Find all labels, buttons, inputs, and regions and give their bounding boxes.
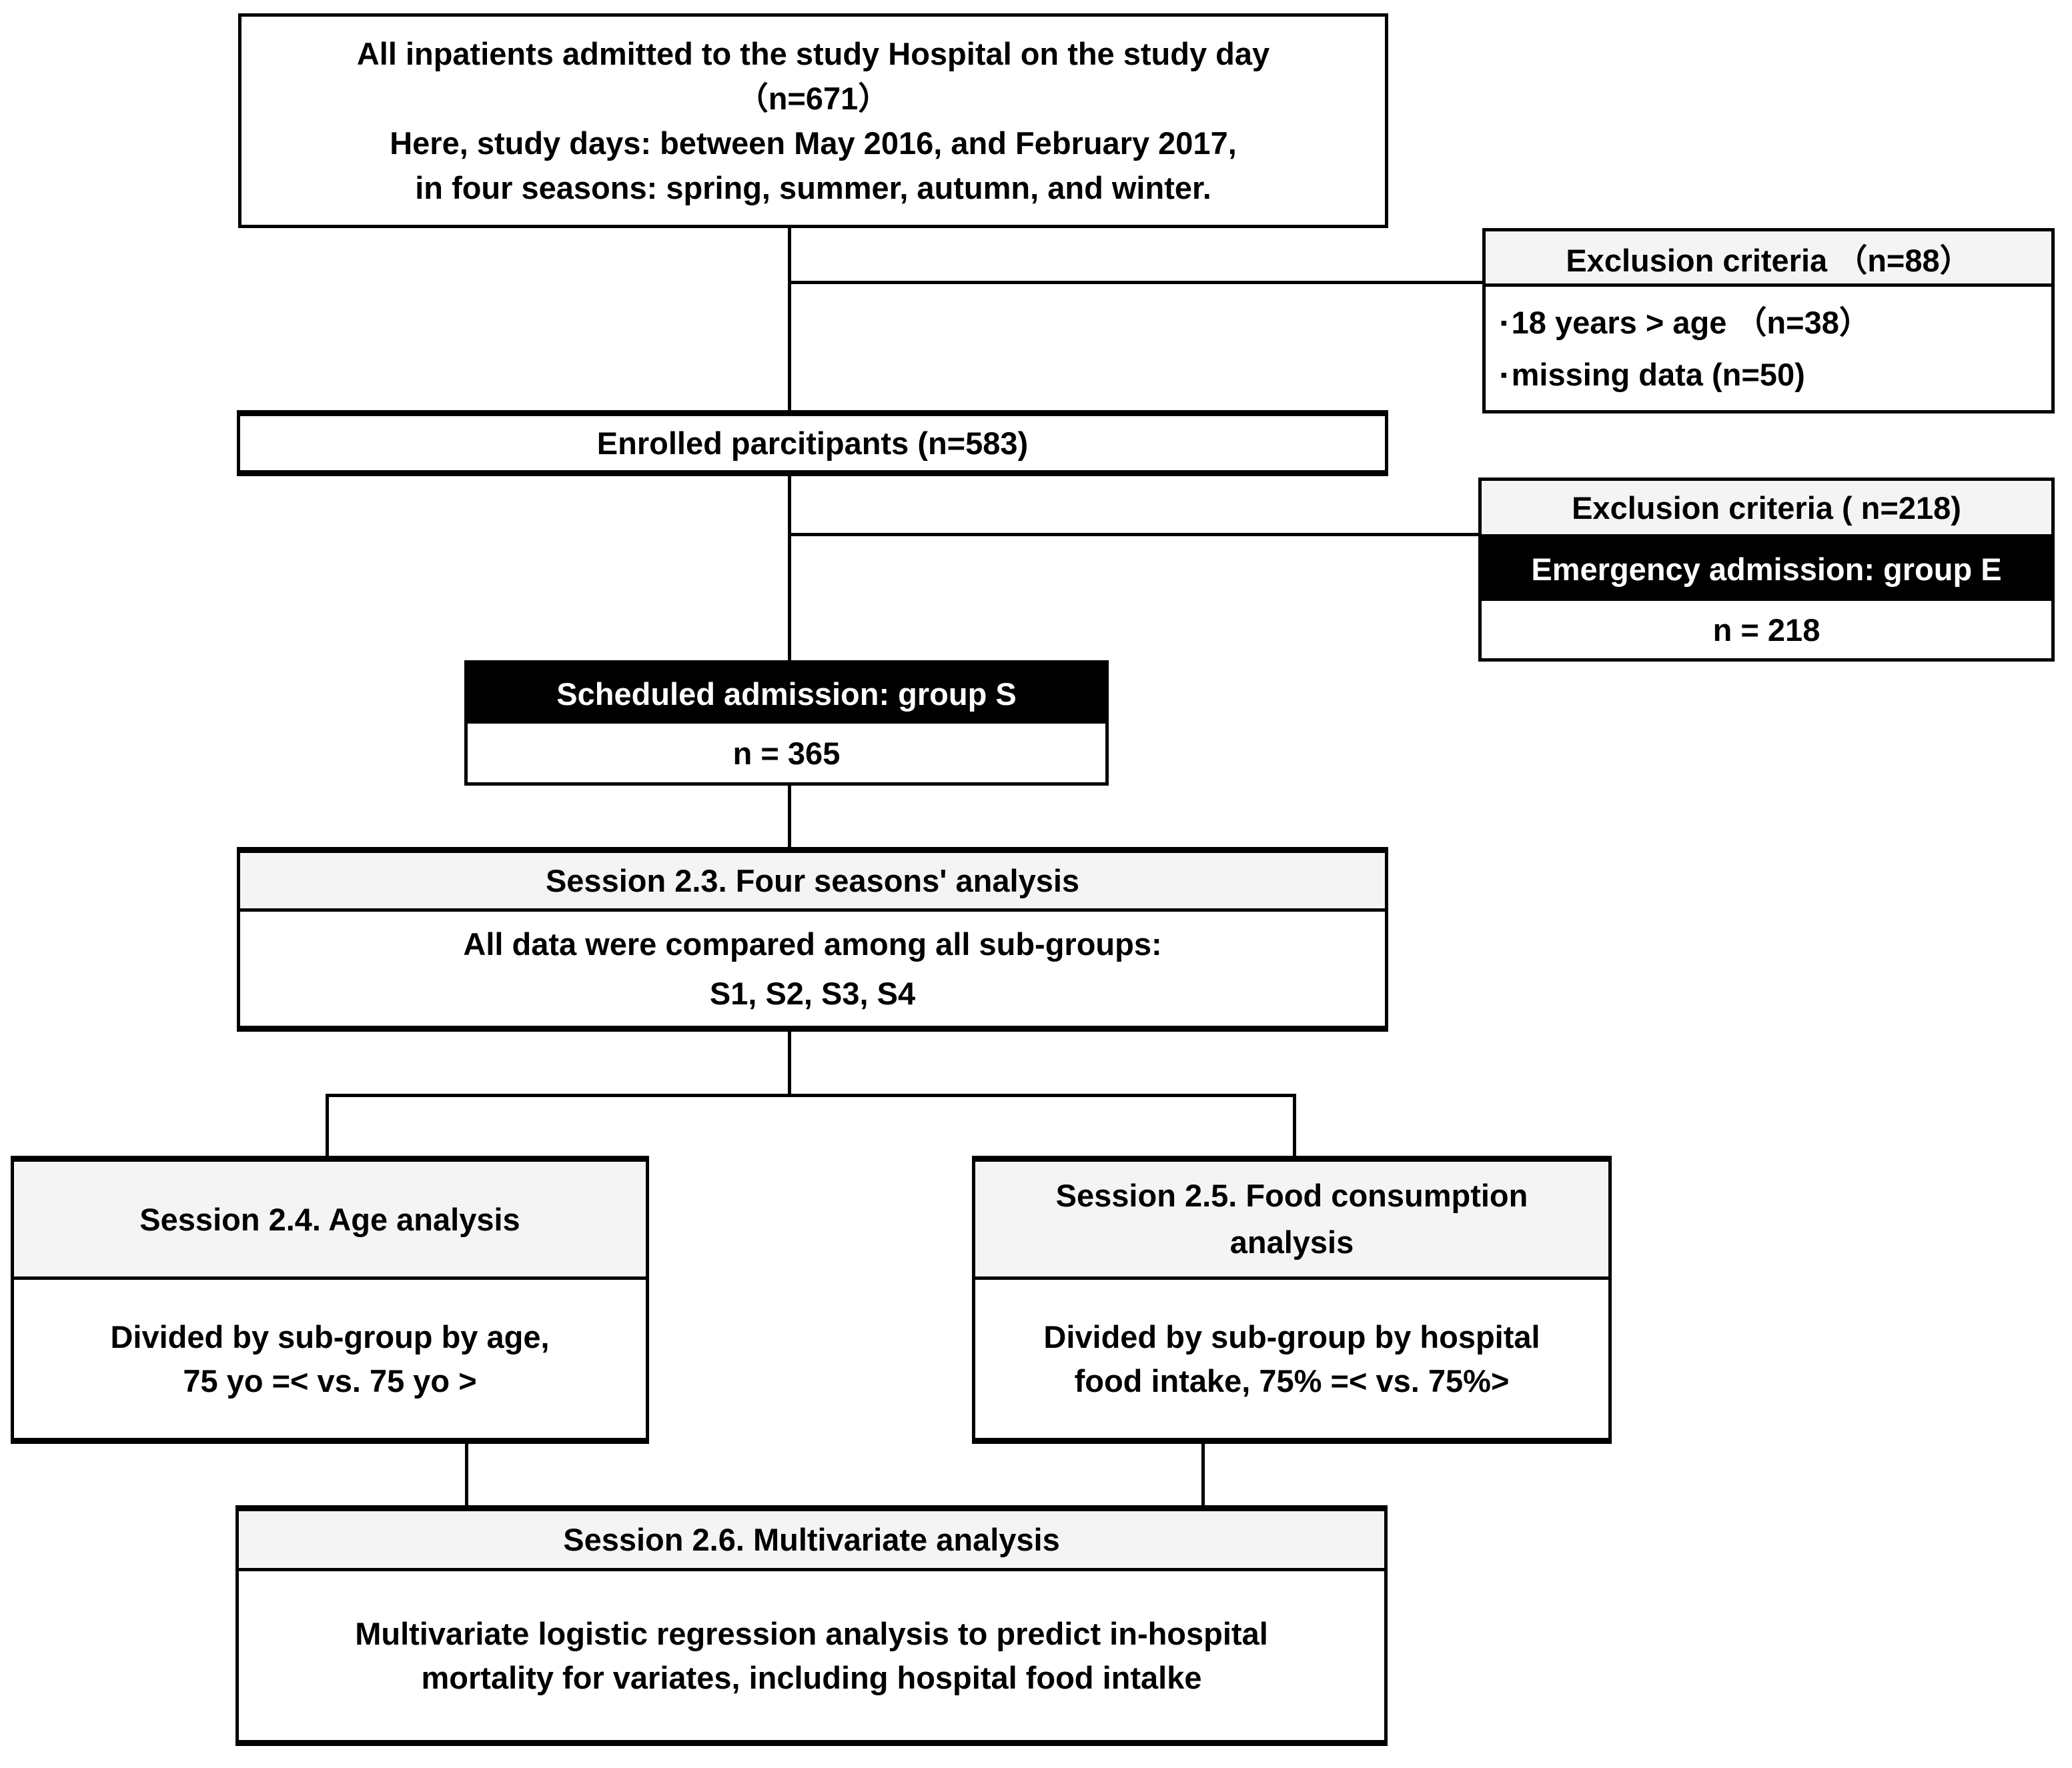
connector-split-horizontal bbox=[326, 1094, 1296, 1097]
all-inpatients-line-3: Here, study days: between May 2016, and … bbox=[390, 125, 1237, 161]
connector-top-to-enrolled bbox=[788, 227, 791, 411]
exclusion1-header-label: Exclusion criteria （n=88） bbox=[1566, 242, 1971, 278]
connector-scheduled-to-s23 bbox=[788, 784, 791, 848]
exclusion1-item-text: 18 years > age （n=38） bbox=[1511, 304, 1871, 340]
session25-body: Divided by sub-group by hospital food in… bbox=[975, 1280, 1608, 1438]
session26-body: Multivariate logistic regression analysi… bbox=[239, 1571, 1384, 1740]
session24-body-line-2: 75 yo =< vs. 75 yo > bbox=[183, 1363, 477, 1399]
connector-drop-s25 bbox=[1293, 1094, 1296, 1157]
session25-header-line-1: Session 2.5. Food consumption bbox=[1055, 1178, 1528, 1213]
all-inpatients-count: （n=671） bbox=[736, 81, 890, 116]
exclusion1-item: ▪missing data (n=50) bbox=[1500, 349, 2051, 401]
session24-body-line-1: Divided by sub-group by age, bbox=[110, 1318, 550, 1355]
scheduled-admission-label: Scheduled admission: group S bbox=[556, 676, 1017, 712]
session25-body-line-2: food intake, 75% =< vs. 75%> bbox=[1074, 1363, 1510, 1399]
session26-body-line-1: Multivariate logistic regression analysi… bbox=[355, 1615, 1268, 1651]
box-session-2-6: Session 2.6. Multivariate analysis Multi… bbox=[235, 1505, 1388, 1746]
box-session-2-5: Session 2.5. Food consumption analysis D… bbox=[972, 1156, 1612, 1444]
box-all-inpatients: All inpatients admitted to the study Hos… bbox=[238, 13, 1388, 228]
connector-s23-down bbox=[788, 1030, 791, 1097]
box-scheduled-admission: Scheduled admission: group S n = 365 bbox=[464, 660, 1109, 786]
scheduled-count: n = 365 bbox=[732, 735, 841, 771]
exclusion2-header: Exclusion criteria ( n=218) bbox=[1482, 481, 2051, 538]
session26-header: Session 2.6. Multivariate analysis bbox=[239, 1511, 1384, 1571]
connector-s25-to-s26 bbox=[1201, 1443, 1205, 1507]
session24-header: Session 2.4. Age analysis bbox=[14, 1162, 646, 1280]
scheduled-count-area: n = 365 bbox=[468, 724, 1105, 782]
exclusion2-count: n = 218 bbox=[1712, 612, 1821, 648]
connector-s24-to-s26 bbox=[465, 1443, 468, 1507]
session26-header-label: Session 2.6. Multivariate analysis bbox=[563, 1522, 1060, 1557]
session23-body-line-1: All data were compared among all sub-gro… bbox=[463, 926, 1162, 962]
session25-header: Session 2.5. Food consumption analysis bbox=[975, 1162, 1608, 1280]
exclusion2-header-label: Exclusion criteria ( n=218) bbox=[1572, 490, 1961, 526]
enrolled-text: Enrolled parcitipants (n=583) bbox=[240, 416, 1385, 470]
exclusion1-body: ▪18 years > age （n=38） ▪missing data (n=… bbox=[1486, 287, 2051, 410]
session23-body: All data were compared among all sub-gro… bbox=[240, 912, 1385, 1026]
scheduled-admission-band: Scheduled admission: group S bbox=[468, 664, 1105, 724]
box-exclusion-criteria-218: Exclusion criteria ( n=218) Emergency ad… bbox=[1478, 478, 2055, 662]
square-bullet-icon: ▪ bbox=[1500, 311, 1508, 334]
enrolled-label: Enrolled parcitipants (n=583) bbox=[596, 425, 1029, 461]
box-exclusion-criteria-88: Exclusion criteria （n=88） ▪18 years > ag… bbox=[1482, 228, 2055, 413]
emergency-admission-band: Emergency admission: group E bbox=[1482, 538, 2051, 601]
session23-header: Session 2.3. Four seasons' analysis bbox=[240, 853, 1385, 912]
exclusion2-count-area: n = 218 bbox=[1482, 601, 2051, 658]
exclusion1-item-text: missing data (n=50) bbox=[1511, 356, 1805, 392]
all-inpatients-line-1: All inpatients admitted to the study Hos… bbox=[356, 36, 1270, 71]
connector-enrolled-to-scheduled bbox=[788, 475, 791, 662]
session24-header-label: Session 2.4. Age analysis bbox=[139, 1201, 520, 1237]
exclusion1-item: ▪18 years > age （n=38） bbox=[1500, 297, 2051, 349]
all-inpatients-line-4: in four seasons: spring, summer, autumn,… bbox=[415, 170, 1211, 205]
box-session-2-4: Session 2.4. Age analysis Divided by sub… bbox=[11, 1156, 649, 1444]
session23-header-label: Session 2.3. Four seasons' analysis bbox=[545, 863, 1080, 898]
session24-body: Divided by sub-group by age, 75 yo =< vs… bbox=[14, 1280, 646, 1438]
square-bullet-icon: ▪ bbox=[1500, 363, 1508, 386]
box-enrolled-participants: Enrolled parcitipants (n=583) bbox=[237, 410, 1388, 476]
session23-body-line-2: S1, S2, S3, S4 bbox=[709, 975, 916, 1011]
session26-body-line-2: mortality for variates, including hospit… bbox=[421, 1659, 1202, 1695]
connector-branch-exclusion1 bbox=[788, 281, 1482, 284]
session25-header-line-2: analysis bbox=[1229, 1224, 1354, 1260]
connector-branch-exclusion2 bbox=[788, 533, 1478, 536]
all-inpatients-text: All inpatients admitted to the study Hos… bbox=[241, 17, 1385, 225]
exclusion1-header: Exclusion criteria （n=88） bbox=[1486, 231, 2051, 287]
session25-body-line-1: Divided by sub-group by hospital bbox=[1043, 1318, 1540, 1355]
box-session-2-3: Session 2.3. Four seasons' analysis All … bbox=[237, 847, 1388, 1032]
connector-drop-s24 bbox=[326, 1094, 329, 1157]
emergency-admission-label: Emergency admission: group E bbox=[1531, 552, 2002, 587]
